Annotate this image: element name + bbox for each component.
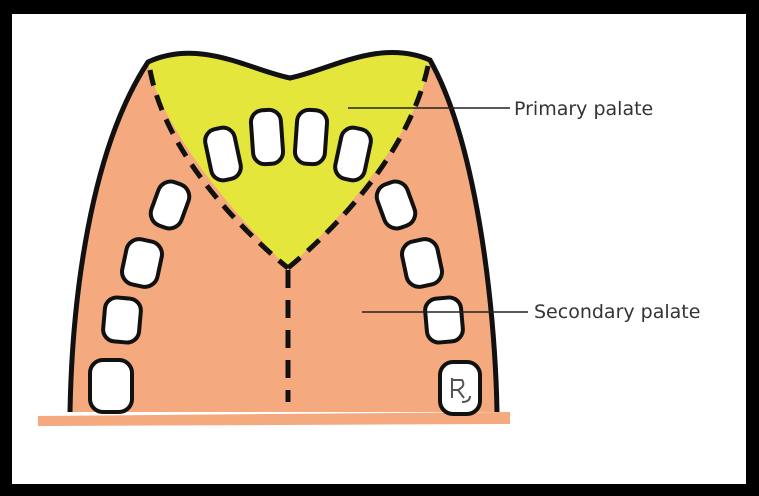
base-strip	[38, 412, 510, 426]
secondary-palate-label: Secondary palate	[534, 301, 700, 323]
tooth-icon	[90, 360, 132, 412]
tooth-icon	[120, 237, 165, 289]
tooth-icon	[102, 297, 142, 344]
tooth-icon	[250, 109, 284, 165]
tooth-icon	[294, 109, 328, 165]
primary-palate-label: Primary palate	[514, 98, 653, 120]
tooth-icon	[400, 237, 445, 289]
tooth-icon	[424, 297, 464, 344]
